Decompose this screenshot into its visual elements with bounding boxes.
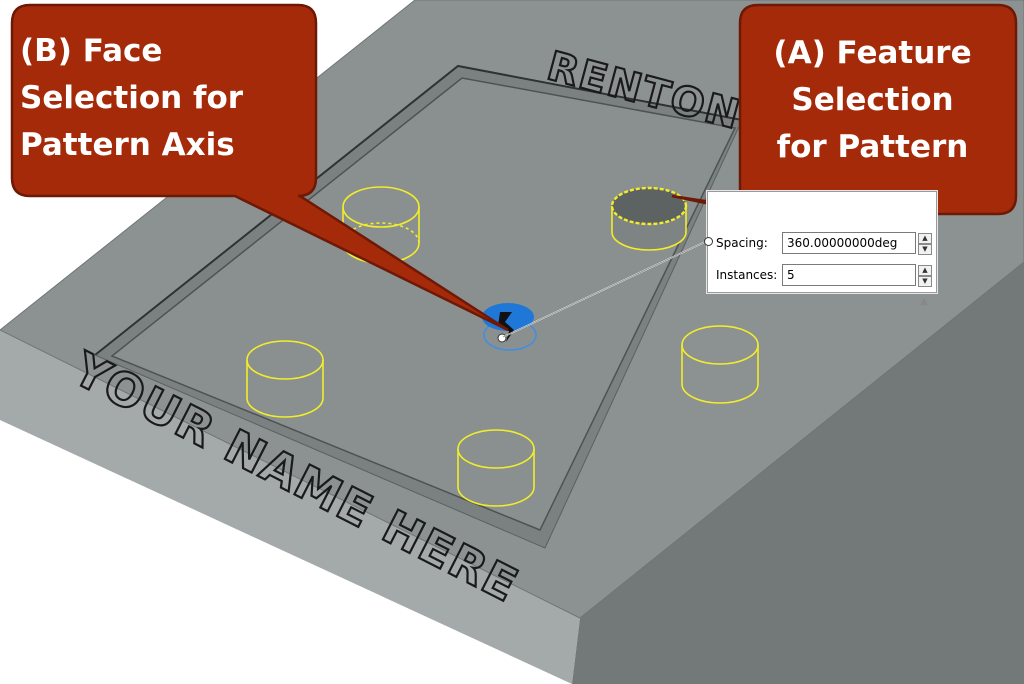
spacing-spinner[interactable]: ▲ ▼: [918, 233, 932, 255]
spinner-up-icon[interactable]: ▲: [918, 233, 932, 244]
pattern-hole-4[interactable]: [681, 325, 759, 404]
callout-a-line-1: (A) Feature: [773, 35, 972, 71]
plate-left-side: [0, 330, 580, 684]
callout-face-selection: (B) Face Selection for Pattern Axis: [20, 28, 310, 169]
spacing-input[interactable]: 360.00000000deg: [782, 232, 916, 254]
callout-a-line-2: Selection: [791, 82, 954, 118]
pattern-hole-3[interactable]: [246, 340, 324, 418]
pocket-edge-lower: [94, 119, 743, 549]
spacing-row: Spacing: 360.00000000deg ▲ ▼: [708, 232, 936, 256]
pattern-hole-seed[interactable]: [610, 186, 688, 251]
pocket-edge: [94, 64, 743, 356]
instances-input[interactable]: 5: [782, 264, 916, 286]
callout-b-line-2: Selection for: [20, 80, 244, 116]
pattern-property-manager: Spacing: 360.00000000deg ▲ ▼ Instances: …: [707, 191, 937, 293]
spacing-label: Spacing:: [716, 236, 768, 250]
callout-b-line-1: (B) Face: [20, 33, 163, 69]
plate-right-side: [572, 262, 1024, 684]
callout-feature-selection: (A) Feature Selection for Pattern: [740, 30, 1005, 171]
spinner-down-icon[interactable]: ▼: [918, 276, 932, 287]
collapse-icon[interactable]: ▲: [920, 296, 928, 307]
spinner-down-icon[interactable]: ▼: [918, 244, 932, 255]
pattern-hole-5[interactable]: [457, 429, 535, 507]
instances-label: Instances:: [716, 268, 778, 282]
instances-spinner[interactable]: ▲ ▼: [918, 265, 932, 287]
callout-b-line-3: Pattern Axis: [20, 127, 235, 163]
spinner-up-icon[interactable]: ▲: [918, 265, 932, 276]
leader-anchor-handle[interactable]: [704, 237, 713, 246]
instances-row: Instances: 5 ▲ ▼: [708, 264, 936, 288]
pocket-floor[interactable]: [110, 77, 737, 531]
callout-b-shape: [10, 3, 509, 332]
callout-a-line-3: for Pattern: [776, 129, 969, 165]
